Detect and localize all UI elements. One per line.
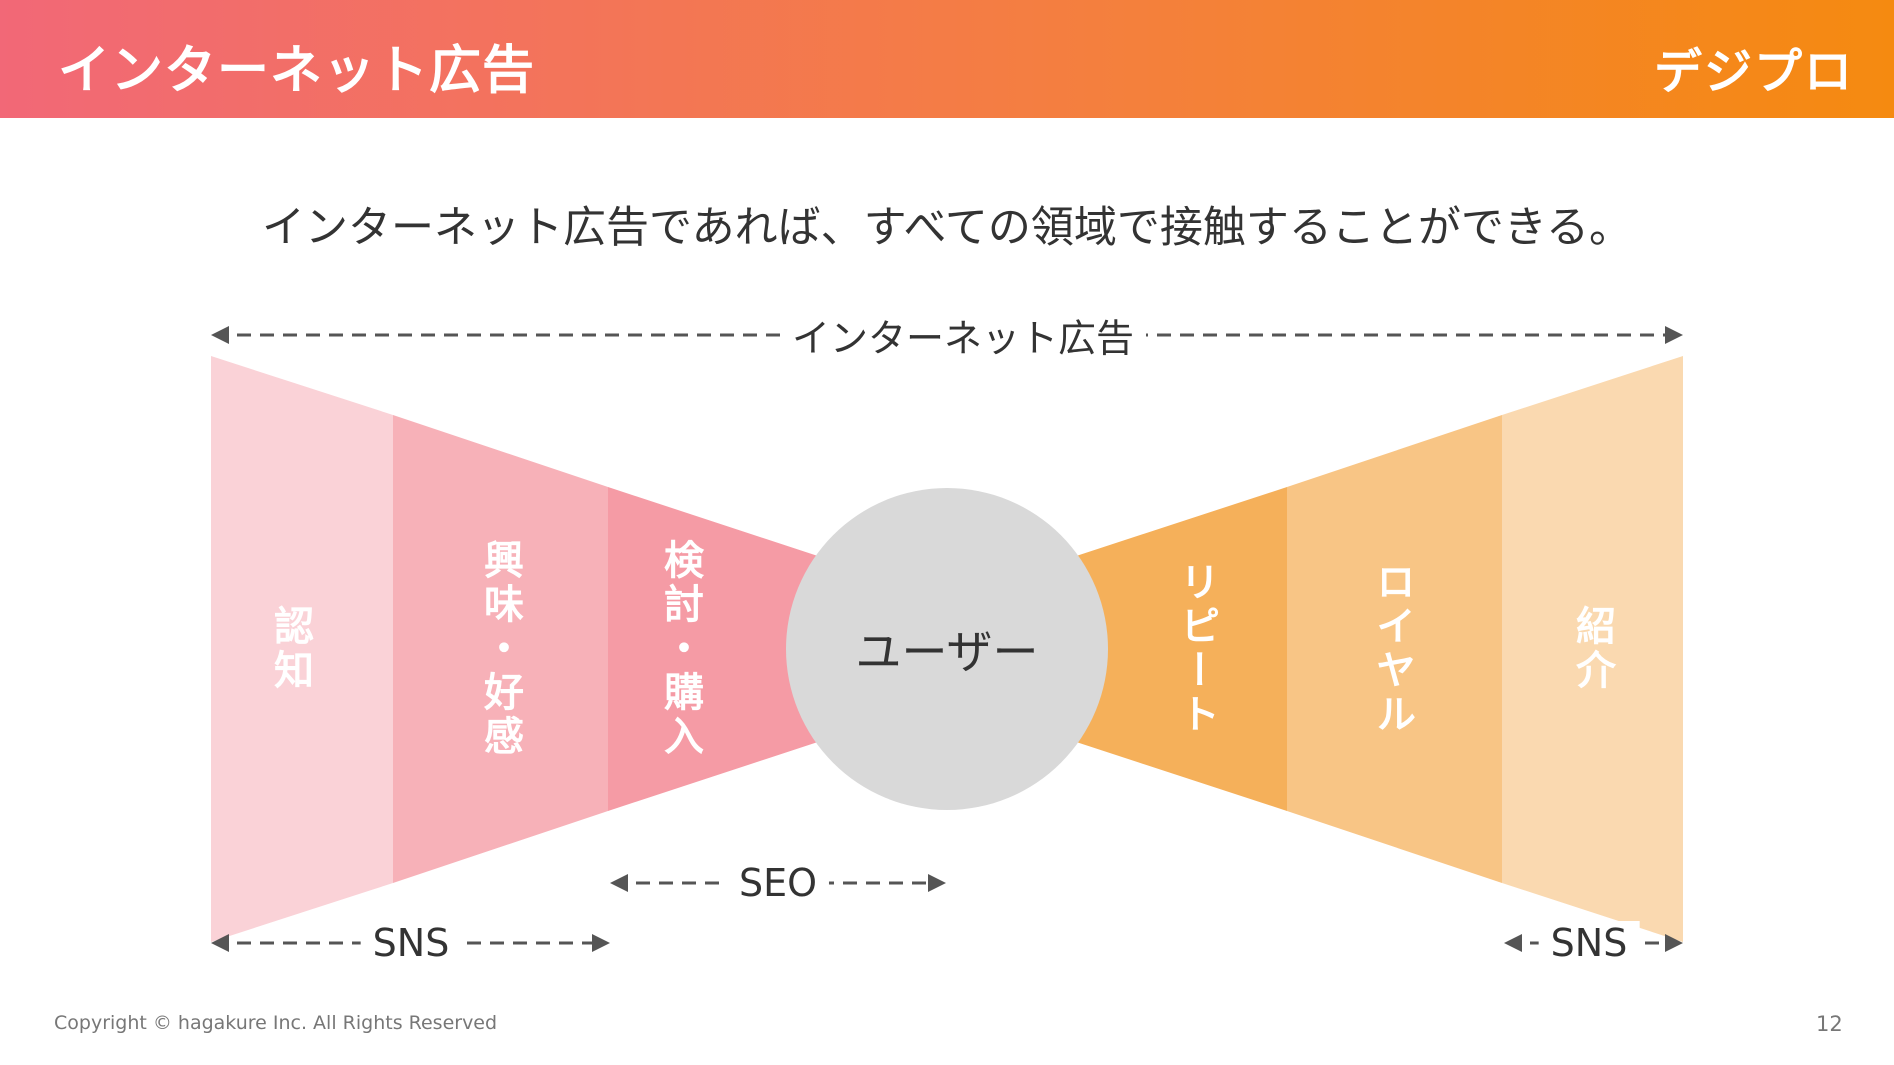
stage-repeat	[1064, 487, 1287, 811]
brand-logo: デジプロ	[1653, 44, 1854, 100]
stage-label-loyal: ロイヤル	[1369, 561, 1415, 737]
sns-left-range-label: SNS	[360, 921, 462, 965]
stage-label-consideration: 検討・購入	[657, 539, 703, 759]
internet-ad-range-label: インターネット広告	[779, 307, 1147, 363]
stage-label-interest: 興味・好感	[477, 539, 523, 759]
sns-right-range-label: SNS	[1538, 921, 1640, 965]
stage-loyal	[1287, 415, 1502, 883]
slide-subtitle: インターネット広告であれば、すべての領域で接触することができる。	[262, 203, 1632, 253]
copyright: Copyright © hagakure Inc. All Rights Res…	[54, 1012, 498, 1034]
stage-label-referral: 紹介	[1569, 605, 1615, 693]
stage-interest	[393, 415, 608, 883]
stage-label-repeat: リピート	[1173, 561, 1219, 737]
stage-consideration	[608, 487, 830, 811]
user-label: ユーザー	[855, 625, 1039, 679]
slide-title: インターネット広告	[58, 41, 536, 101]
stage-awareness	[211, 356, 393, 942]
stage-referral	[1502, 356, 1683, 942]
page-number: 12	[1816, 1012, 1843, 1036]
header-bar: インターネット広告 デジプロ	[0, 0, 1894, 118]
seo-range-label: SEO	[726, 861, 830, 905]
stage-label-awareness: 認知	[267, 605, 313, 693]
user-circle	[786, 488, 1108, 810]
